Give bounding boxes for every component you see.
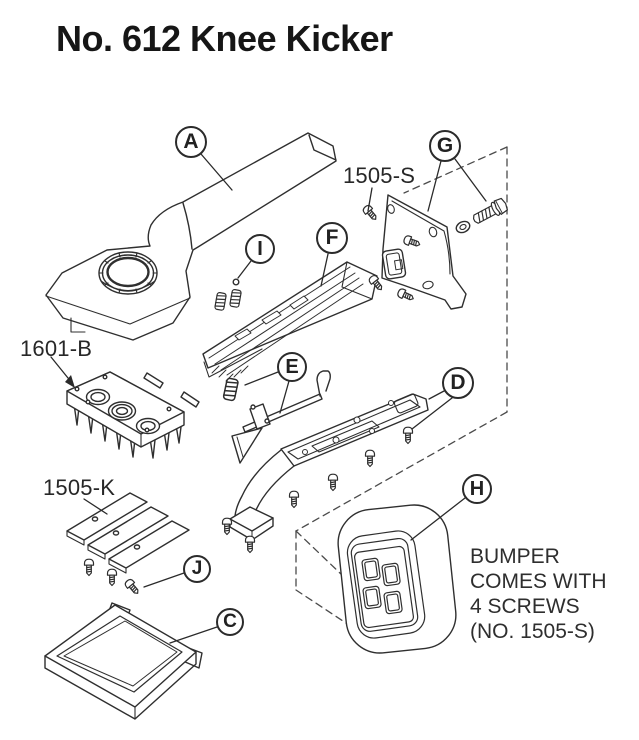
callout-c: C: [216, 608, 244, 636]
part-i-ball-and-springs: [213, 278, 243, 312]
callout-f: F: [316, 222, 348, 254]
part-c-tray: [44, 602, 203, 720]
bumper-note-line4: (NO. 1505-S): [470, 620, 595, 643]
callout-e: E: [277, 352, 307, 382]
part-h-bumper: [337, 504, 457, 654]
bumper-note-line2: COMES WITH: [470, 570, 607, 593]
part-number-1505s: 1505-S: [343, 163, 416, 188]
shim-screws: [83, 558, 118, 587]
callout-h: H: [462, 474, 492, 504]
callout-d: D: [442, 367, 474, 399]
part-e-lever-arm: [222, 370, 331, 464]
part-1601b-pin-plate: [66, 371, 200, 459]
part-d-base-assembly: [229, 393, 429, 541]
bumper-note-line1: BUMPER: [470, 545, 560, 568]
part-a-handle-body: [45, 132, 337, 341]
callout-j: J: [183, 555, 211, 583]
mounting-plane-dashed-outline: [295, 146, 508, 626]
part-a-knob: [98, 251, 158, 295]
page-title: No. 612 Knee Kicker: [56, 18, 393, 59]
part-number-1601b: 1601-B: [20, 336, 93, 361]
callout-a: A: [175, 126, 207, 158]
part-j-screw: [123, 577, 142, 597]
part-g-bolt-and-washer: [455, 197, 508, 234]
part-g-bracket-plate: [381, 194, 467, 310]
bumper-note: BUMPER COMES WITH 4 SCREWS (NO. 1505-S): [470, 544, 607, 644]
callout-g: G: [429, 130, 461, 162]
part-e-spring: [222, 376, 240, 402]
screw-1505s: [361, 203, 380, 223]
arrowhead-1601b: [65, 375, 75, 388]
callout-leader-lines: [50, 153, 487, 644]
bumper-note-line3: 4 SCREWS: [470, 595, 580, 618]
part-1505k-shim-plates: [66, 492, 190, 574]
callout-i: I: [245, 234, 275, 264]
part-number-1505k: 1505-K: [43, 475, 116, 500]
